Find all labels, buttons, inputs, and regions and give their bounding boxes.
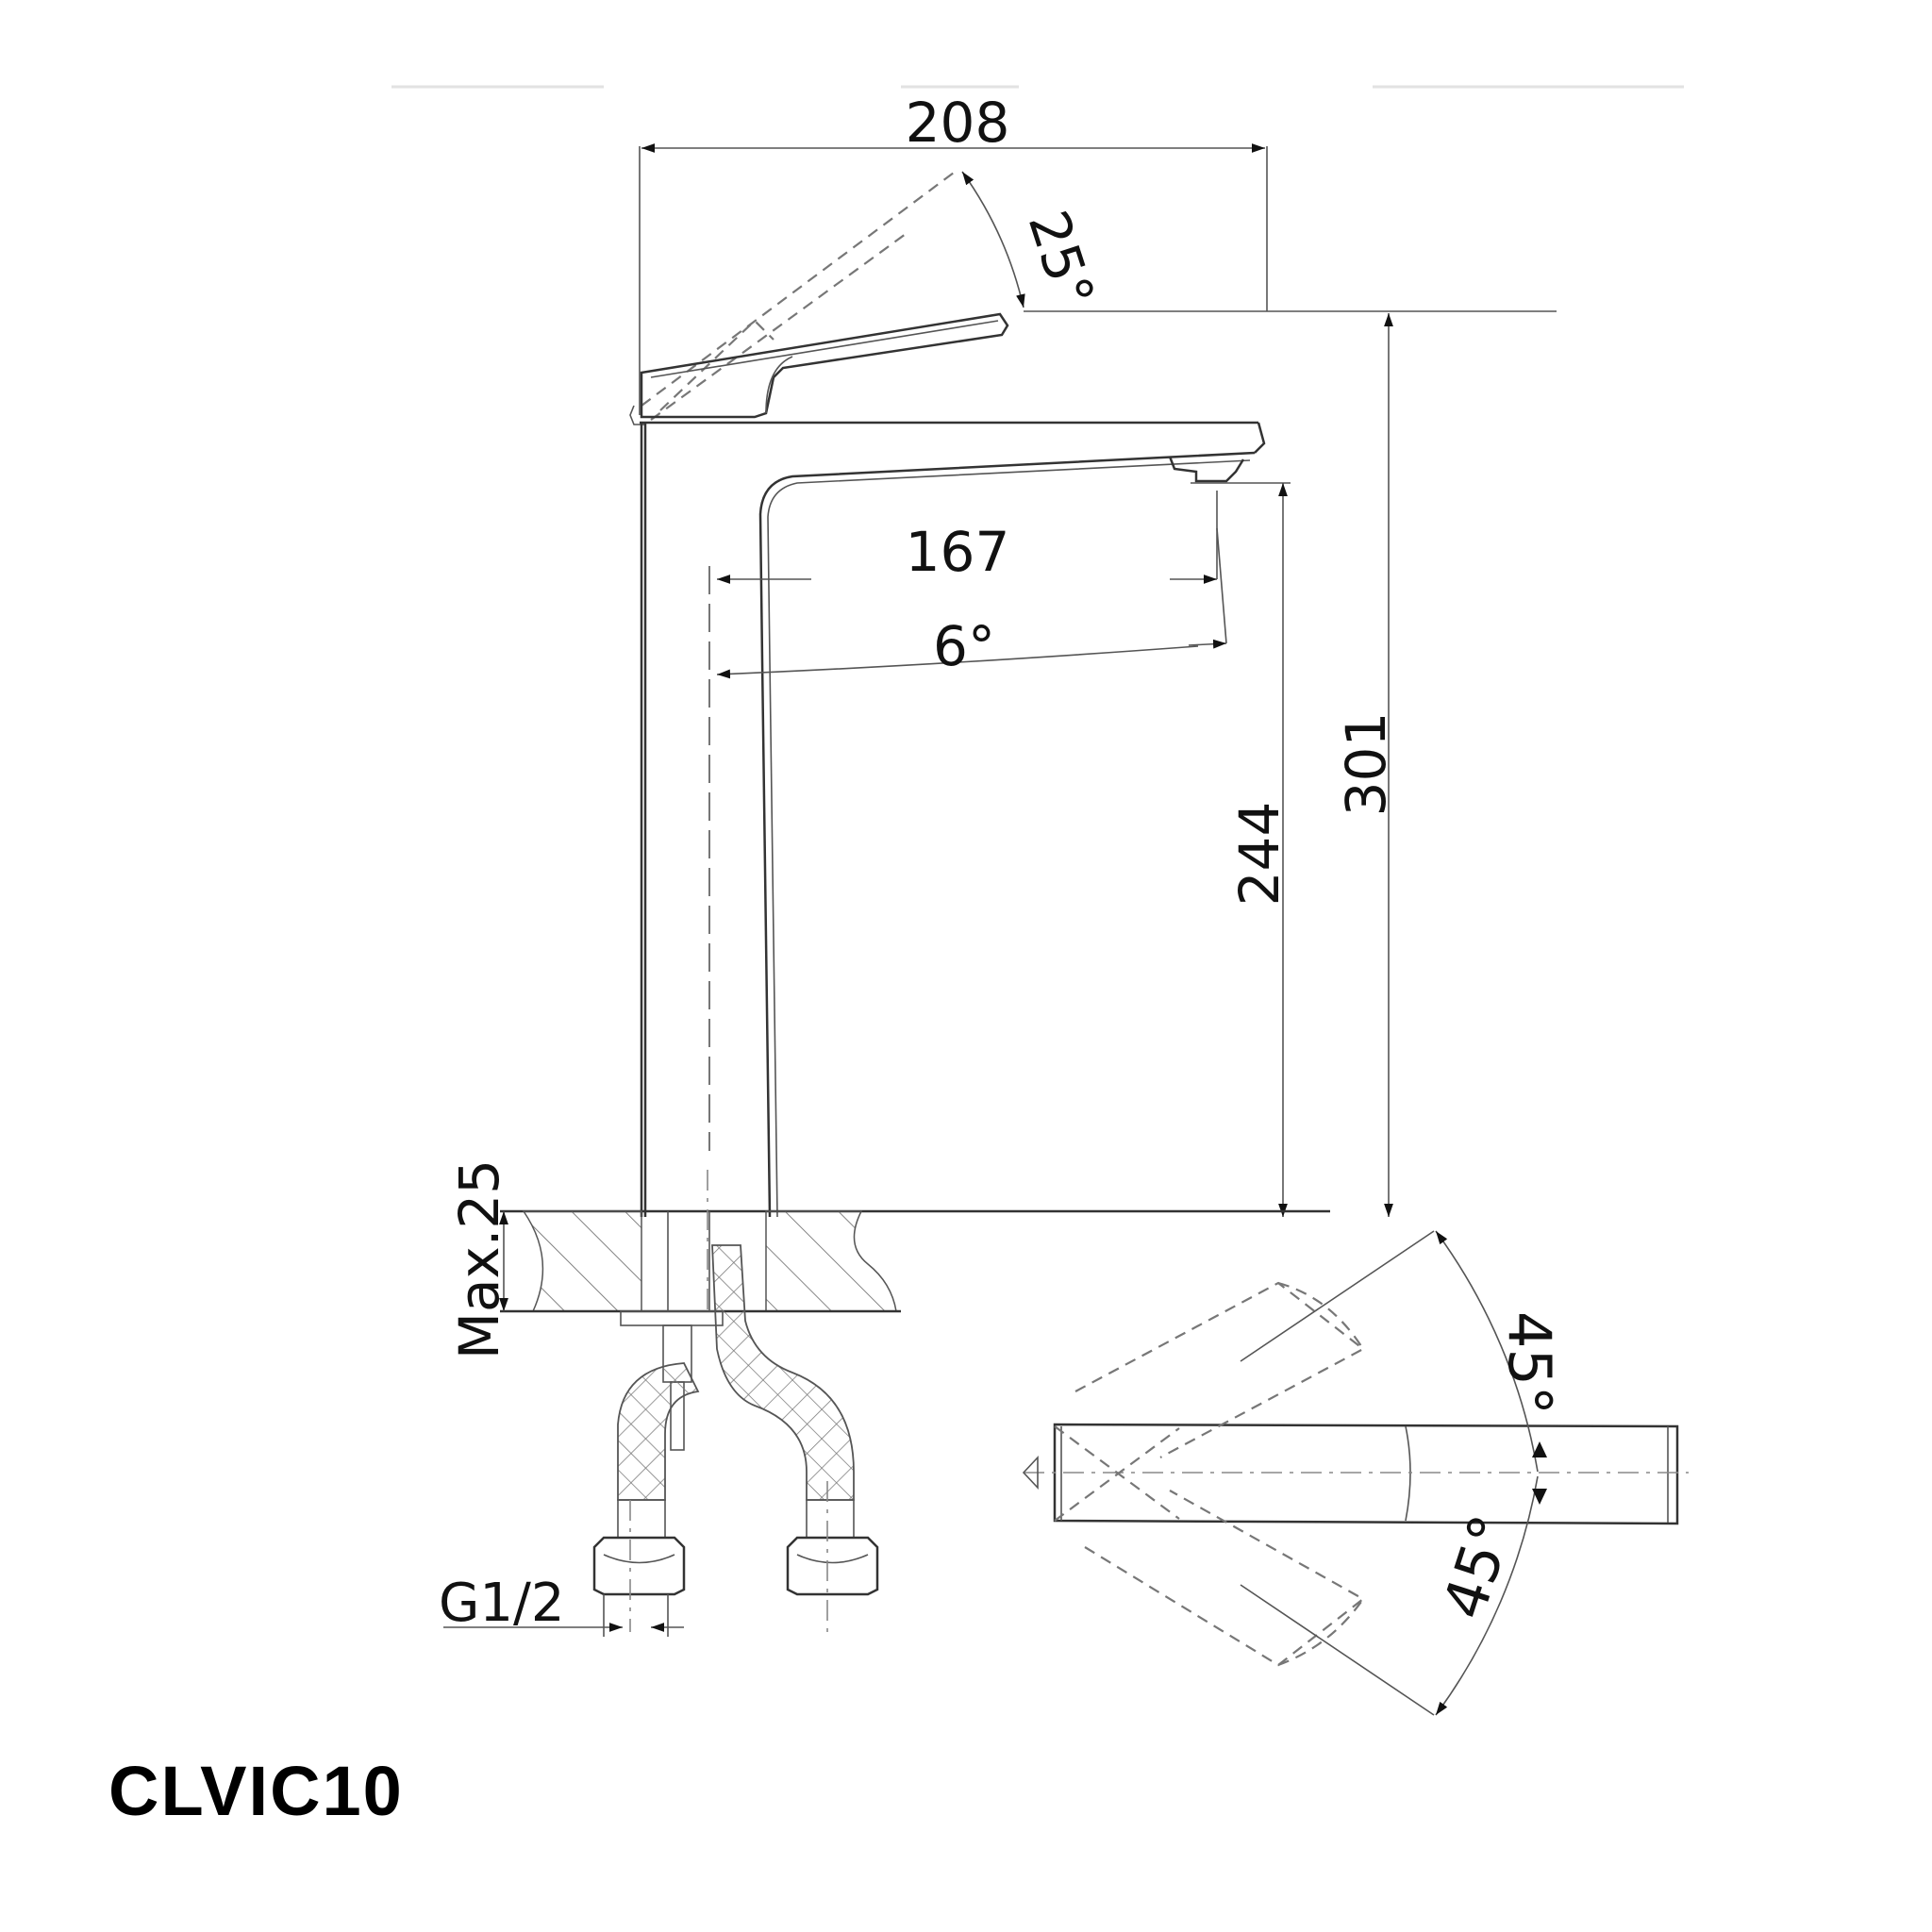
- dimension-width-label: 208: [906, 91, 1010, 155]
- dimension-spout-height: 244: [1227, 483, 1291, 1217]
- dimension-overall-height: 301: [1334, 313, 1398, 1217]
- dimension-width: 208: [639, 91, 1268, 415]
- dimension-spout-reach: 167: [708, 491, 1218, 1151]
- model-number: CLVIC10: [108, 1752, 404, 1830]
- dimension-lever-angle-label: 25°: [1016, 203, 1107, 315]
- faucet-body: [640, 421, 1291, 1218]
- plan-handle-rotated-right: [1084, 1490, 1365, 1667]
- dimension-rotation-left: 45°: [1435, 1230, 1564, 1473]
- dimension-thread-label: G1/2: [439, 1573, 565, 1634]
- flexible-hoses: G1/2: [439, 1244, 879, 1637]
- dimension-spout-angle-label: 6°: [933, 614, 995, 678]
- rotation-right-label: 45°: [1429, 1507, 1526, 1627]
- countertop-section: Max.25: [447, 1159, 1330, 1359]
- dimension-overall-height-label: 301: [1334, 712, 1398, 817]
- top-plan-view: 45° 45°: [1022, 1230, 1689, 1716]
- dimension-deck-thickness-label: Max.25: [447, 1159, 511, 1359]
- dimension-spout-reach-label: 167: [906, 520, 1010, 584]
- dimension-rotation-right: 45°: [1429, 1475, 1539, 1716]
- dimension-lever-angle: 25°: [961, 171, 1557, 315]
- center-marker: [1532, 1441, 1547, 1505]
- side-elevation-view: 208 25°: [439, 91, 1557, 1637]
- plan-handle: [1022, 1423, 1689, 1525]
- lever-raised-outline: [641, 169, 958, 421]
- plan-handle-rotated-left: [1074, 1281, 1366, 1458]
- rotation-left-label: 45°: [1495, 1311, 1564, 1415]
- dimension-spout-height-label: 244: [1227, 802, 1291, 907]
- dimension-spout-angle: 6°: [716, 527, 1227, 679]
- lever-handle: [629, 312, 1009, 425]
